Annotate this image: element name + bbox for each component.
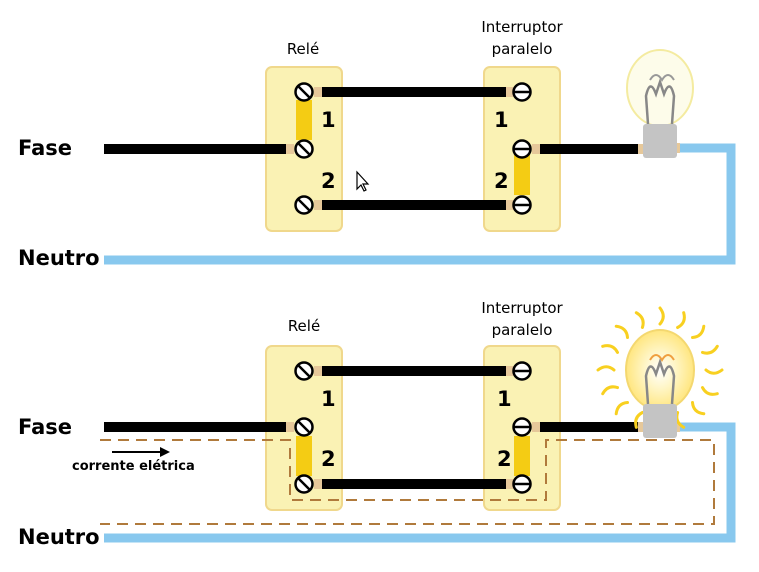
glow-ray	[658, 306, 665, 326]
mouse-cursor-icon	[356, 170, 370, 192]
top-switch-bridge	[514, 155, 530, 195]
top-rele-title: Relé	[287, 40, 319, 58]
glow-ray	[675, 411, 686, 429]
top-switch-terminal-mid	[512, 139, 532, 159]
glow-ray	[634, 411, 644, 429]
top-switch-num-1: 1	[494, 108, 509, 132]
bottom-rele-title: Relé	[288, 317, 320, 335]
top-rele-terminal-mid	[294, 139, 314, 159]
top-rele-num-1: 1	[321, 108, 336, 132]
glow-ray	[601, 344, 619, 354]
glow-ray	[704, 368, 724, 375]
top-neutro-label: Neutro	[18, 246, 100, 270]
glow-ray	[601, 385, 619, 396]
bottom-switch-terminal-top	[512, 361, 532, 381]
bottom-rele-terminal-bottom	[294, 474, 314, 494]
bottom-rele-num-2: 2	[321, 447, 336, 471]
glow-ray	[676, 311, 686, 329]
bottom-lamp-on-icon	[596, 306, 724, 438]
bottom-switch-bridge	[514, 436, 530, 476]
top-switch-num-2: 2	[494, 169, 509, 193]
bottom-diagram: Fase Neutro Relé Interruptor paralelo 1 …	[18, 299, 736, 549]
top-lamp-off-icon	[626, 49, 694, 158]
bottom-rele-terminal-mid	[294, 417, 314, 437]
bottom-switch-terminal-bottom	[512, 474, 532, 494]
glow-ray	[701, 344, 719, 355]
top-neutral-wire	[104, 143, 736, 265]
bottom-rele-num-1: 1	[321, 387, 336, 411]
top-switch-title-line2: paralelo	[492, 40, 553, 58]
top-rele-num-2: 2	[321, 169, 336, 193]
bottom-switch-num-1: 1	[497, 387, 512, 411]
top-rele-terminal-bottom	[294, 195, 314, 215]
top-rele-terminal-top	[294, 82, 314, 102]
bottom-neutral-wire	[104, 422, 736, 543]
glow-ray	[701, 386, 719, 396]
current-arrow-icon	[112, 447, 170, 457]
glow-ray	[691, 324, 706, 339]
glow-ray	[634, 311, 645, 329]
glow-ray	[614, 324, 629, 339]
bottom-switch-num-2: 2	[497, 447, 512, 471]
top-switch-title-line1: Interruptor	[481, 18, 563, 36]
top-fase-label: Fase	[18, 136, 72, 160]
glow-ray	[691, 401, 706, 416]
top-switch-terminal-top	[512, 82, 532, 102]
current-label: corrente elétrica	[72, 459, 195, 474]
top-switch-terminal-bottom	[512, 195, 532, 215]
top-diagram: Fase Neutro Relé Interruptor paralelo 1 …	[18, 18, 736, 270]
glow-ray	[614, 401, 629, 416]
bottom-switch-title-line2: paralelo	[492, 321, 553, 339]
bottom-neutro-label: Neutro	[18, 525, 100, 549]
bottom-rele-bridge	[296, 436, 312, 476]
top-rele-bridge	[296, 100, 312, 140]
bottom-switch-title-line1: Interruptor	[481, 299, 563, 317]
current-path-dashed	[100, 439, 715, 525]
bottom-switch-terminal-mid	[512, 417, 532, 437]
glow-ray	[596, 365, 616, 372]
bottom-fase-label: Fase	[18, 415, 72, 439]
bottom-rele-terminal-top	[294, 361, 314, 381]
